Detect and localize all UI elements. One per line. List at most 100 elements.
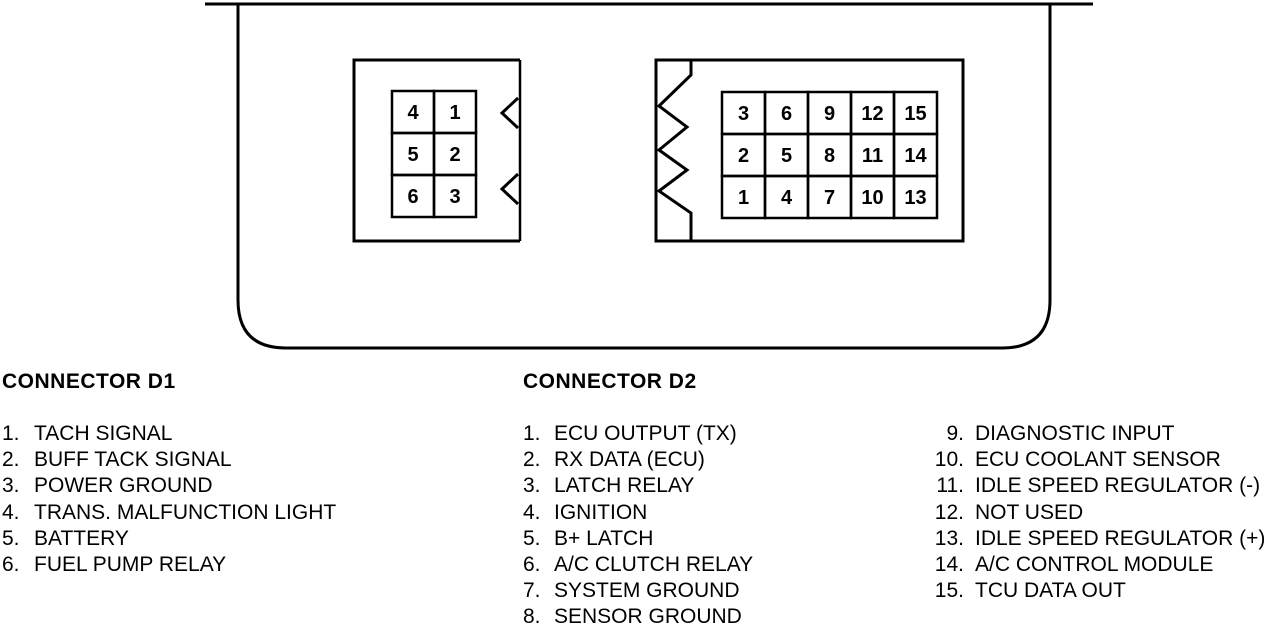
pin-function: DIAGNOSTIC INPUT [975, 422, 1175, 445]
d1-pin-label: 4 [407, 102, 419, 124]
connector-d1-latch-top [499, 96, 520, 130]
pin-function: LATCH RELAY [554, 474, 695, 498]
pin-list-item: 3. POWER GROUND [2, 473, 336, 499]
pin-list-item: 5. B+ LATCH [523, 526, 753, 552]
d1-pin-label: 1 [449, 102, 460, 124]
d2-pin-label: 11 [862, 145, 883, 167]
pin-function: TACH SIGNAL [34, 422, 173, 445]
pin-number: 3. [2, 474, 20, 498]
d2-pin-label: 6 [781, 103, 792, 125]
d2-pin-label: 15 [904, 103, 926, 125]
pin-function: ECU OUTPUT (TX) [554, 422, 737, 445]
pin-list-item: 4. TRANS. MALFUNCTION LIGHT [2, 500, 336, 526]
pin-list-item: 2. RX DATA (ECU) [523, 447, 753, 473]
d2-pin-label: 9 [824, 103, 835, 125]
pin-number: 1. [523, 422, 541, 445]
d2-pin-label: 8 [824, 145, 835, 167]
d1-pin-label: 6 [407, 186, 418, 208]
pin-function: BATTERY [34, 526, 129, 550]
d2-pin-label: 1 [738, 187, 749, 209]
pin-function: IDLE SPEED REGULATOR (+) [975, 526, 1266, 550]
pin-number: 8. [523, 605, 541, 629]
d2-pin-label: 3 [738, 103, 749, 125]
pin-list-item: 6. FUEL PUMP RELAY [2, 552, 336, 578]
pin-function: SENSOR GROUND [554, 605, 742, 629]
pin-number: 4. [523, 500, 541, 524]
pin-function: A/C CLUTCH RELAY [554, 552, 754, 576]
connector-d2-heading: CONNECTOR D2 [523, 370, 697, 393]
pin-number: 6. [523, 552, 541, 576]
pin-number: 14. [934, 552, 964, 576]
pin-list-item: 2. BUFF TACK SIGNAL [2, 447, 336, 473]
connector-d1-pin-grid: 4 1 5 2 6 3 [390, 89, 478, 219]
pin-number: 5. [2, 526, 20, 550]
pin-function: A/C CONTROL MODULE [975, 552, 1214, 576]
pin-list-item: 11. IDLE SPEED REGULATOR (-) [922, 473, 1265, 499]
connector-d2-pin-list-col1: 1. ECU OUTPUT (TX) 2. RX DATA (ECU) 3. LATCH … [523, 421, 753, 631]
pin-list-item: 4. IGNITION [523, 500, 753, 526]
d2-pin-label: 4 [781, 187, 793, 209]
pin-list-item: 15. TCU DATA OUT [922, 578, 1265, 604]
pin-number: 13. [934, 526, 964, 550]
d2-pin-label: 14 [904, 145, 927, 167]
connector-d1-body [352, 58, 520, 243]
d1-pin-label: 3 [449, 186, 460, 208]
d1-pin-label: 2 [449, 144, 460, 166]
pin-function: BUFF TACK SIGNAL [34, 448, 232, 472]
pin-list-item: 10. ECU COOLANT SENSOR [922, 447, 1265, 473]
pin-function: IDLE SPEED REGULATOR (-) [975, 474, 1261, 498]
pin-list-item: 3. LATCH RELAY [523, 473, 753, 499]
pin-function: B+ LATCH [554, 526, 654, 550]
d2-pin-cell [892, 174, 939, 220]
d2-pin-label: 2 [738, 145, 749, 167]
pin-list-item: 14. A/C CONTROL MODULE [922, 552, 1265, 578]
pin-number: 9. [946, 422, 964, 445]
connector-d1-pin-list: 1. TACH SIGNAL 2. BUFF TACK SIGNAL 3. POWER G… [2, 421, 336, 578]
d2-pin-label: 7 [824, 187, 835, 209]
pin-list-item: 8. SENSOR GROUND [523, 604, 753, 630]
ecu-housing [236, 4, 1052, 350]
pin-function: POWER GROUND [34, 474, 213, 498]
pin-number: 7. [523, 579, 541, 603]
pin-list-item: 12. NOT USED [922, 500, 1265, 526]
pin-list-item: 1. ECU OUTPUT (TX) [523, 421, 753, 447]
pin-function: ECU COOLANT SENSOR [975, 448, 1221, 472]
pin-list-item: 7. SYSTEM GROUND [523, 578, 753, 604]
pin-list-item: 9. DIAGNOSTIC INPUT [922, 421, 1265, 447]
d1-pin-cell [432, 173, 478, 219]
pin-number: 3. [523, 474, 541, 498]
pin-list-item: 5. BATTERY [2, 526, 336, 552]
pin-function: RX DATA (ECU) [554, 448, 705, 472]
connector-d1-latch-bottom [499, 172, 520, 206]
pin-number: 2. [2, 448, 20, 472]
pin-function: SYSTEM GROUND [554, 579, 740, 603]
d2-pin-label: 13 [904, 187, 926, 209]
d1-pin-label: 5 [407, 144, 418, 166]
pin-list-item: 1. TACH SIGNAL [2, 421, 336, 447]
pin-number: 11. [936, 474, 964, 498]
pin-function: FUEL PUMP RELAY [34, 552, 227, 576]
pin-number: 2. [523, 448, 541, 472]
d2-pin-label: 5 [781, 145, 792, 167]
pin-number: 10. [934, 448, 964, 472]
pin-function: IGNITION [554, 500, 648, 524]
pin-number: 1. [2, 422, 20, 445]
connector-d1-heading: CONNECTOR D1 [2, 370, 176, 393]
pin-number: 12. [934, 500, 964, 524]
d2-pin-label: 10 [861, 187, 883, 209]
pin-number: 6. [2, 552, 20, 576]
d2-pin-label: 12 [861, 103, 883, 125]
pin-number: 5. [523, 526, 541, 550]
connector-d2-body [654, 58, 965, 243]
pin-function: NOT USED [975, 500, 1084, 524]
connector-d2-key [656, 60, 693, 241]
pin-list-item: 6. A/C CLUTCH RELAY [523, 552, 753, 578]
pin-function: TRANS. MALFUNCTION LIGHT [34, 500, 337, 524]
pin-function: TCU DATA OUT [975, 579, 1126, 603]
pin-list-item: 13. IDLE SPEED REGULATOR (+) [922, 526, 1266, 552]
pin-number: 15. [934, 579, 964, 603]
pin-number: 4. [2, 500, 20, 524]
